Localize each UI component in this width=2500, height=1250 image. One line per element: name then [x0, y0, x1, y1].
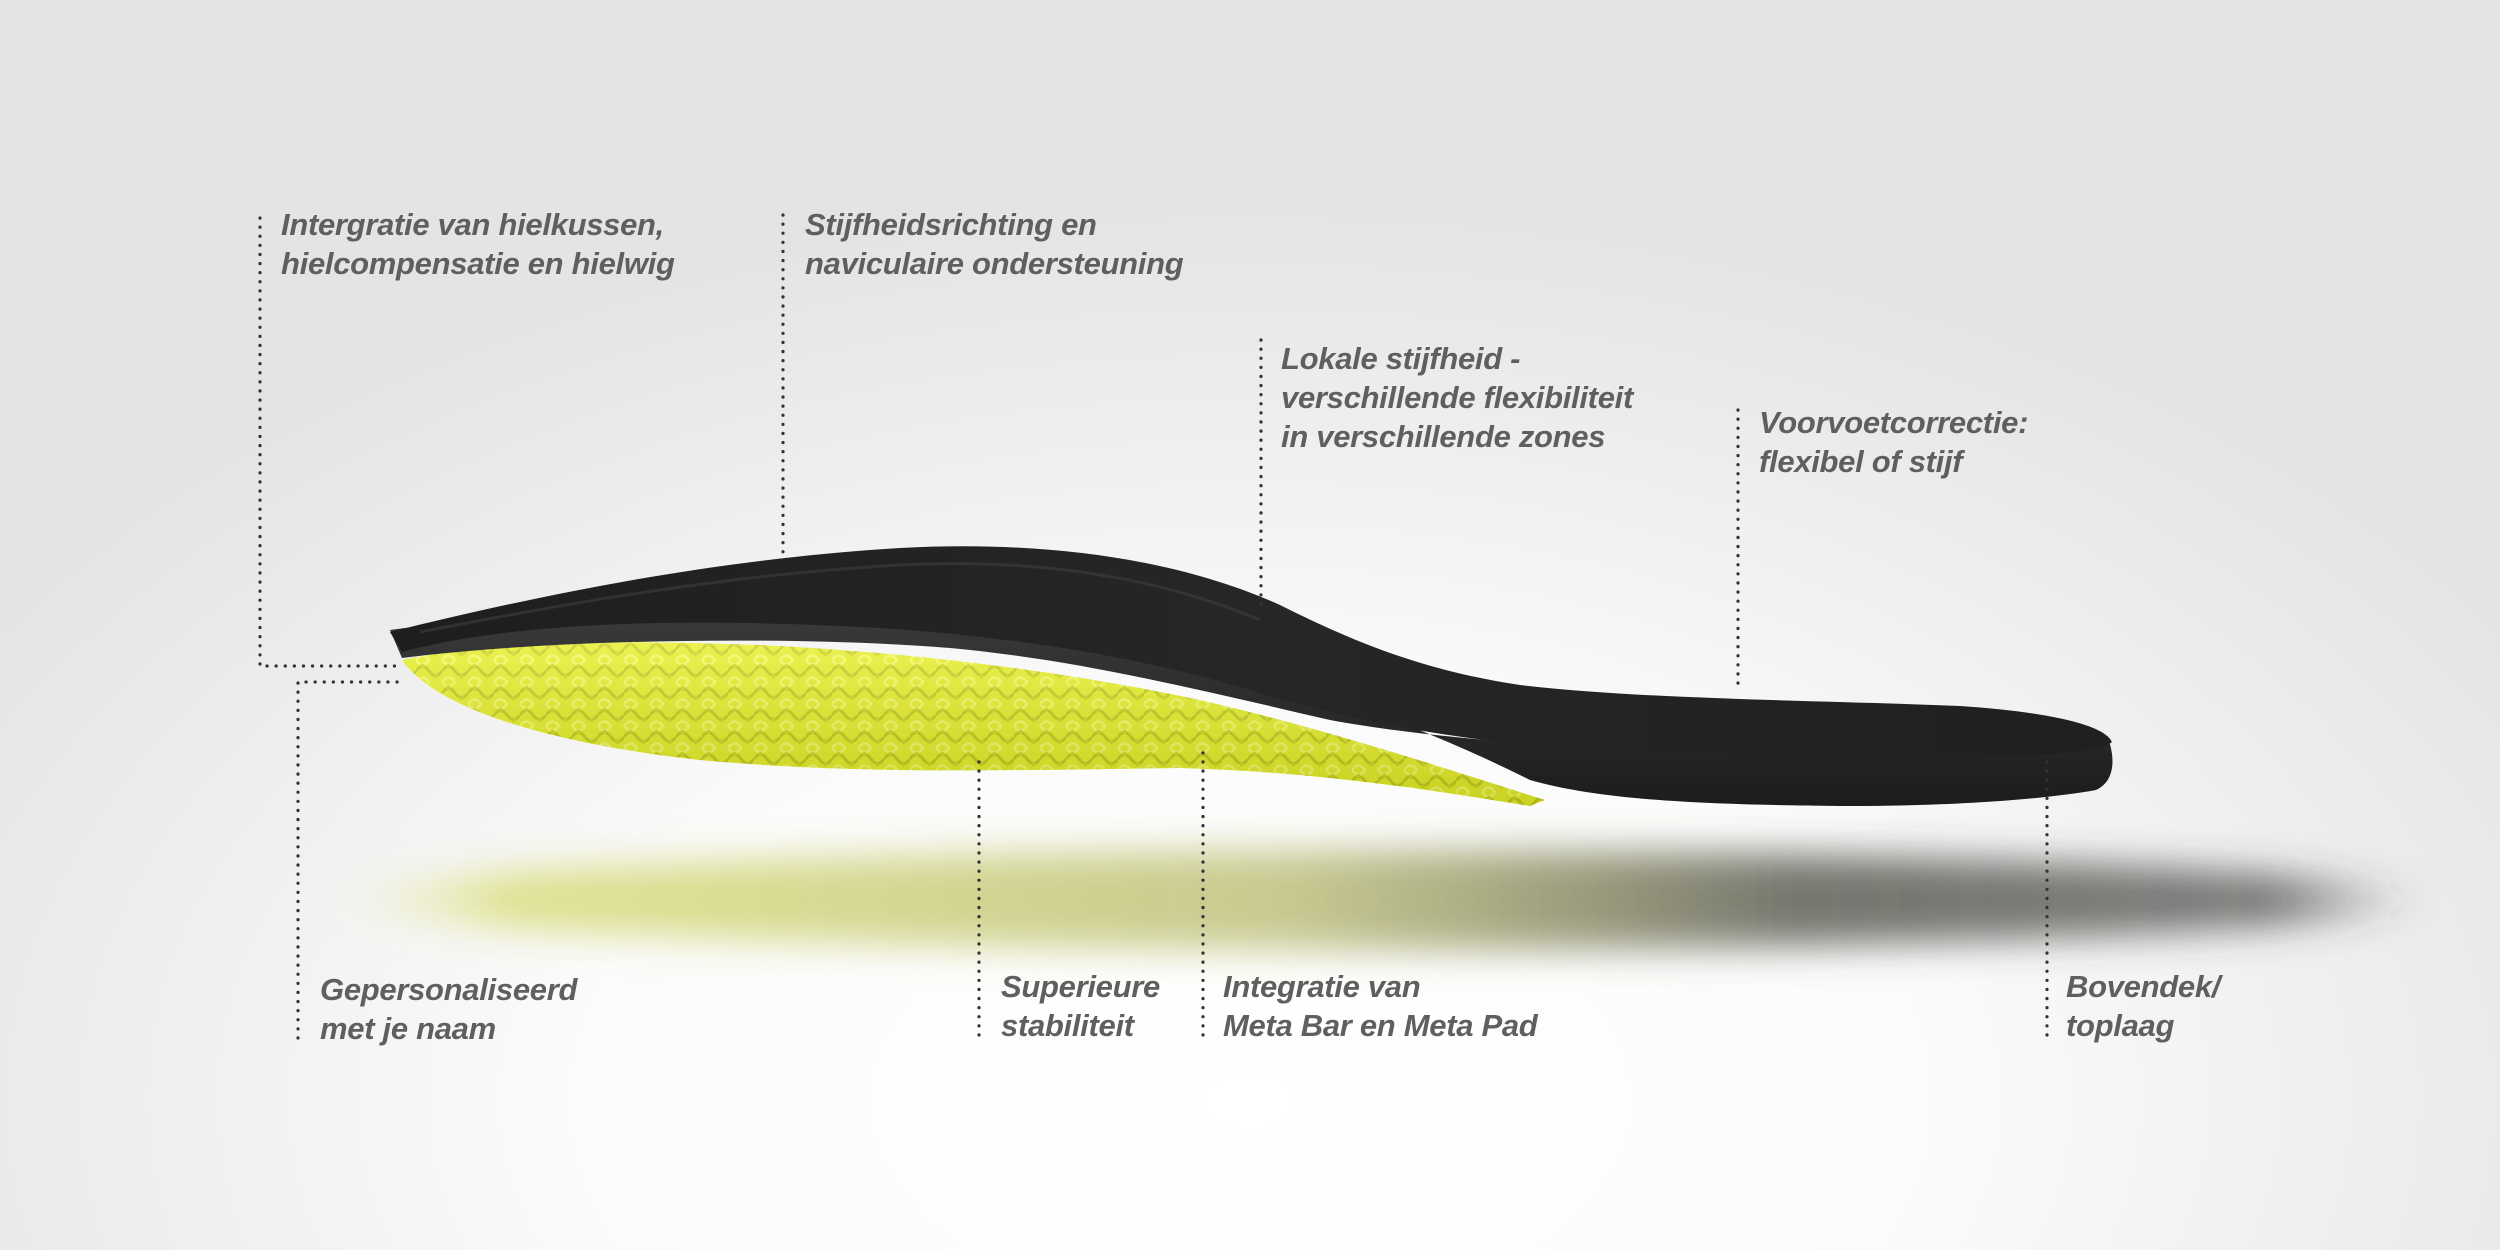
insole-shell	[390, 614, 2113, 806]
label-line: Superieure	[1001, 969, 1160, 1004]
label-line: Meta Bar en Meta Pad	[1223, 1008, 1538, 1043]
label-line: Bovendek/	[2066, 969, 2221, 1004]
label-line: Gepersonaliseerd	[320, 972, 578, 1007]
label-top-layer: Bovendek/ toplaag	[2066, 967, 2220, 1045]
label-line: in verschillende zones	[1281, 419, 1606, 454]
label-line: met je naam	[320, 1011, 496, 1046]
label-stability: Superieure stabiliteit	[1001, 967, 1160, 1045]
label-line: Lokale stijfheid -	[1281, 341, 1521, 376]
label-line: Stijfheidsrichting en	[805, 207, 1097, 242]
label-forefoot-correction: Voorvoetcorrectie: flexibel of stijf	[1759, 403, 2028, 481]
insole-highlight	[419, 562, 1261, 634]
floor-shadow	[340, 850, 2420, 950]
label-line: flexibel of stijf	[1759, 444, 1963, 479]
insole-top-surface	[390, 546, 2112, 760]
label-line: Integratie van	[1223, 969, 1421, 1004]
label-line: Intergratie van hielkussen,	[281, 207, 664, 242]
label-stiffness-direction: Stijfheidsrichting en naviculaire onders…	[805, 205, 1184, 283]
label-line: naviculaire ondersteuning	[805, 246, 1184, 281]
label-personalized: Gepersonaliseerd met je naam	[320, 970, 577, 1048]
label-line: stabiliteit	[1001, 1008, 1134, 1043]
lattice-layer	[402, 642, 1545, 806]
leader-heel-integration	[258, 216, 404, 668]
leader-personalized	[296, 680, 402, 1040]
label-local-stiffness: Lokale stijfheid - verschillende flexibi…	[1281, 339, 1633, 456]
label-line: verschillende flexibiliteit	[1281, 380, 1633, 415]
label-heel-integration: Intergratie van hielkussen, hielcompensa…	[281, 205, 675, 283]
label-line: Voorvoetcorrectie:	[1759, 405, 2029, 440]
label-line: hielcompensatie en hielwig	[281, 246, 675, 281]
label-line: toplaag	[2066, 1008, 2175, 1043]
label-meta-integration: Integratie van Meta Bar en Meta Pad	[1223, 967, 1538, 1045]
